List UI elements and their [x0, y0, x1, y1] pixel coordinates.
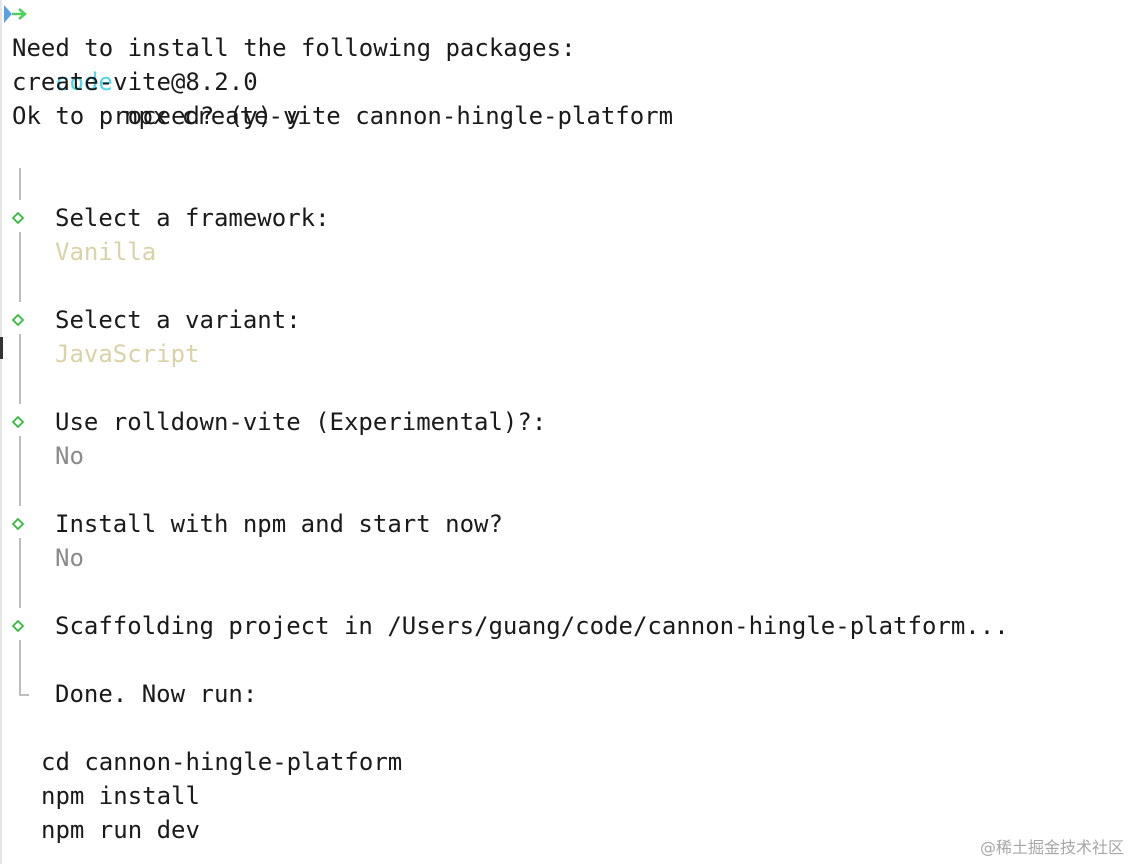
question-framework: Select a framework:	[55, 204, 330, 232]
next-command-cd: cd cannon-hingle-platform	[41, 748, 403, 776]
proceed-line: Ok to proceed? (y) y	[12, 102, 301, 130]
prompt-line: code npx create-vite cannon-hingle-platf…	[0, 0, 700, 130]
done-line: Done. Now run:	[55, 680, 258, 708]
next-command-install: npm install	[41, 782, 200, 810]
question-install: Install with npm and start now?	[55, 510, 503, 538]
answer-rolldown: No	[55, 442, 84, 470]
guide-line	[19, 168, 21, 200]
scaffolding-line: Scaffolding project in /Users/guang/code…	[55, 612, 1009, 640]
prompt-arrow-icon	[4, 5, 27, 23]
guide-line	[19, 334, 21, 404]
watermark: @稀土掘金技术社区	[979, 838, 1124, 857]
terminal-left-edge	[0, 0, 2, 864]
step-diamond-icon	[12, 314, 24, 326]
answer-framework: Vanilla	[55, 238, 157, 266]
step-diamond-icon	[12, 212, 24, 224]
step-diamond-icon	[12, 518, 24, 530]
next-command-dev: npm run dev	[41, 816, 200, 844]
question-variant: Select a variant:	[55, 306, 301, 334]
guide-line	[19, 538, 21, 608]
prompt-directory: code	[55, 68, 113, 96]
question-rolldown: Use rolldown-vite (Experimental)?:	[55, 408, 547, 436]
guide-corner	[19, 684, 29, 696]
install-notice-line: Need to install the following packages:	[12, 34, 576, 62]
step-diamond-icon	[12, 620, 24, 632]
step-diamond-icon	[12, 416, 24, 428]
guide-line	[19, 232, 21, 302]
answer-variant: JavaScript	[55, 340, 200, 368]
guide-line	[19, 436, 21, 506]
install-package-line: create-vite@8.2.0	[12, 68, 258, 96]
answer-install: No	[55, 544, 84, 572]
terminal-cursor	[0, 337, 3, 359]
guide-line	[19, 640, 21, 684]
prompt-command: npx create-vite cannon-hingle-platform	[124, 102, 674, 130]
